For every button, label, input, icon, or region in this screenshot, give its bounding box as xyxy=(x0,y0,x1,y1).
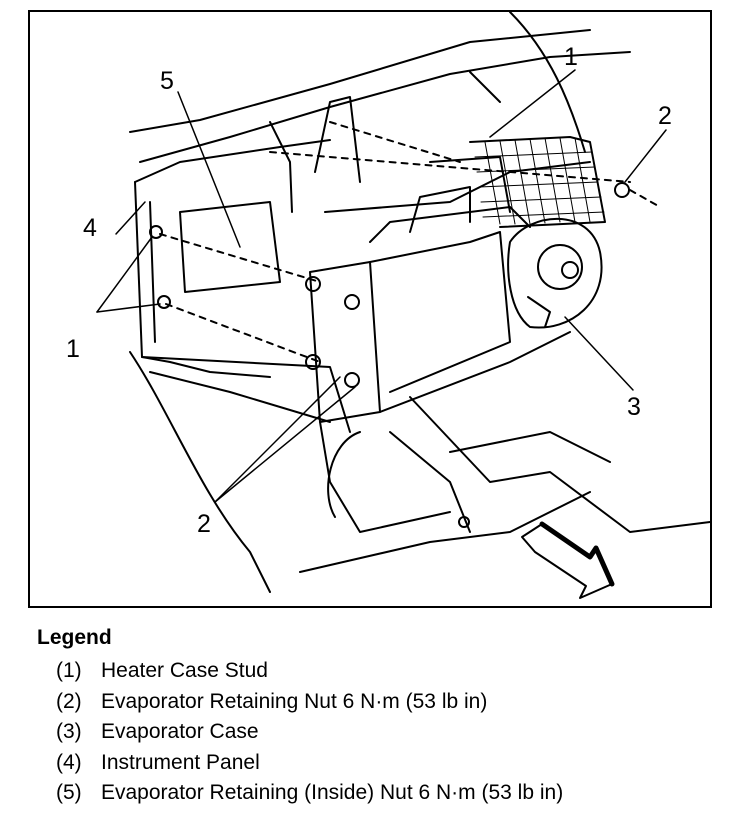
callout-4: 4 xyxy=(83,214,97,242)
legend-item-number: (5) xyxy=(56,781,82,804)
legend-item: (2) Evaporator Retaining Nut 6 N·m (53 lb… xyxy=(56,687,737,718)
legend-title: Legend xyxy=(37,626,112,649)
legend-item-number: (1) xyxy=(56,659,82,682)
legend-item-number: (2) xyxy=(56,689,82,713)
callout-1-left: 1 xyxy=(66,335,80,363)
legend-item-text: Evaporator Retaining Nut 6 N·m (53 lb in… xyxy=(101,689,488,713)
legend-item-text: Instrument Panel xyxy=(101,750,260,774)
callout-3: 3 xyxy=(627,393,641,421)
legend: Legend (1) Heater Case Stud (2) Evaporator… xyxy=(37,626,737,809)
legend-item-number: (3) xyxy=(56,720,82,743)
evaporator-assembly-drawing xyxy=(96,12,711,599)
legend-item: (3) Evaporator Case xyxy=(56,717,737,748)
legend-item-text: Evaporator Case xyxy=(101,720,259,743)
legend-item-number: (4) xyxy=(56,750,82,774)
legend-item: (5) Evaporator Retaining (Inside) Nut 6 N… xyxy=(56,778,737,809)
legend-item: (4) Instrument Panel xyxy=(56,748,737,779)
legend-list: (1) Heater Case Stud (2) Evaporator Retain… xyxy=(37,656,737,809)
legend-item: (1) Heater Case Stud xyxy=(56,656,737,687)
callout-1-top: 1 xyxy=(564,43,578,71)
diagram-figure: 1 2 3 4 1 5 2 xyxy=(28,10,712,608)
legend-item-text: Heater Case Stud xyxy=(101,659,268,682)
legend-item-text: Evaporator Retaining (Inside) Nut 6 N·m … xyxy=(101,781,564,804)
callout-2-bottom: 2 xyxy=(197,510,211,538)
callout-5: 5 xyxy=(160,67,174,95)
callout-2-right: 2 xyxy=(658,102,672,130)
